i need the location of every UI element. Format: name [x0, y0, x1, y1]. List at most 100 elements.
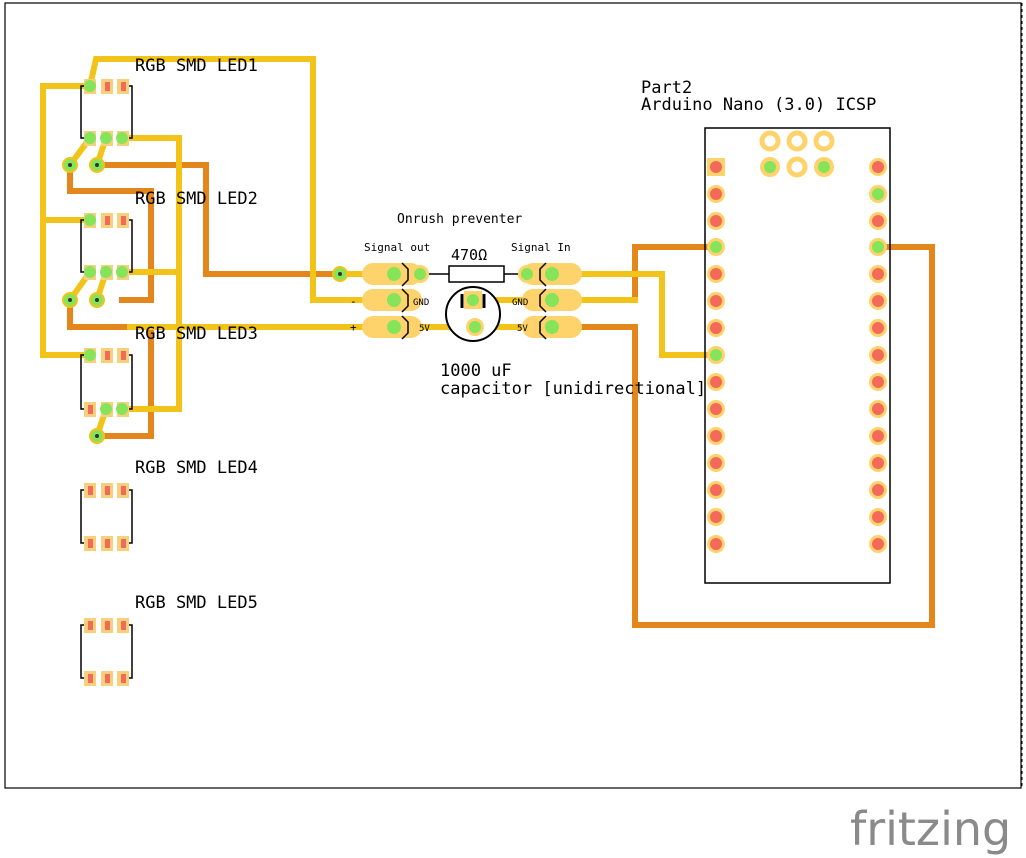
led4-label: RGB SMD LED4 [135, 458, 258, 478]
connector-dot [84, 132, 96, 144]
via-hole [95, 298, 99, 302]
bracket [401, 262, 409, 287]
arduino-left-pins [707, 158, 725, 553]
pad-mark [105, 674, 110, 683]
arduino-pin-center [710, 511, 722, 523]
capacitor-label-2: capacitor [unidirectional] [440, 379, 706, 399]
arduino-nano [704, 127, 891, 584]
pad-mark [121, 674, 126, 683]
via-hole [68, 163, 72, 167]
vias [62, 157, 348, 444]
icsp-pad [786, 130, 808, 152]
top-trace [86, 56, 397, 303]
silkscreen-text: RGB SMD LED1 RGB SMD LED2 RGB SMD LED3 R… [135, 56, 876, 613]
pad-mark [88, 674, 93, 683]
led1-outline-right [127, 85, 133, 139]
gnd-left-label: GND [413, 298, 429, 308]
resistor-pin [414, 268, 426, 280]
connector-dot [100, 266, 112, 278]
arduino-pin-center [872, 295, 884, 307]
plus-label: + [350, 321, 357, 334]
pad-mark [121, 351, 126, 360]
pad-mark [105, 539, 110, 548]
led4-outline-left [80, 489, 86, 544]
arduino-pin-center [710, 376, 722, 388]
bracket [401, 315, 409, 340]
top-traces [40, 56, 719, 440]
connector-dot [84, 214, 96, 226]
pad-mark [121, 486, 126, 495]
smd-pad-marks-connected [84, 80, 128, 415]
capacitor-label-1: 1000 uF [440, 361, 512, 381]
arduino-pin-center [710, 322, 722, 334]
arduino-pin-center [710, 349, 722, 361]
connector-dot [116, 403, 128, 415]
v5-left-label: 5V [419, 324, 430, 334]
led-footprints [80, 85, 133, 679]
icsp-pad [813, 130, 835, 152]
signal-out-label: Signal out [364, 241, 430, 254]
led3-outline-right [127, 354, 133, 410]
header-pins [387, 267, 559, 334]
header-pin [387, 267, 401, 281]
arduino-pin-center [872, 349, 884, 361]
via-hole [338, 272, 342, 276]
led3-label: RGB SMD LED3 [135, 324, 258, 344]
led5-outline-left [80, 624, 86, 679]
part2-label: Part2 [641, 78, 692, 98]
led3-outline-left [80, 354, 86, 410]
capacitor [445, 286, 501, 342]
capacitor-pin [467, 294, 479, 306]
arduino-pin-center [872, 538, 884, 550]
bottom-trace [549, 244, 935, 628]
led5-outline-right [127, 624, 133, 679]
fritzing-logo: fritzing [850, 802, 1011, 856]
arduino-pin-center [710, 241, 722, 253]
connector-dot [84, 80, 96, 92]
top-trace [549, 271, 719, 358]
arduino-outline [704, 127, 891, 584]
connector-dot [84, 349, 96, 361]
arduino-right-pins [869, 158, 887, 553]
bracket [539, 315, 547, 340]
pad-mark [105, 82, 110, 91]
arduino-pin-center [872, 268, 884, 280]
pad-mark [105, 351, 110, 360]
resistor-pin [521, 268, 533, 280]
arduino-pin-center [710, 188, 722, 200]
icsp-pad [759, 130, 781, 152]
connector-dot [116, 266, 128, 278]
via-hole [95, 434, 99, 438]
pad-mark [88, 486, 93, 495]
smd-pad-marks-unconnected [88, 82, 126, 683]
header-pin [545, 320, 559, 334]
arduino-pin-center [872, 161, 884, 173]
pad-mark [88, 405, 93, 414]
bottom-trace [94, 162, 343, 277]
arduino-pin-center [872, 484, 884, 496]
led2-outline-right [127, 219, 133, 273]
pad-mark [121, 216, 126, 225]
arduino-pin-center [710, 403, 722, 415]
connector-dot [100, 403, 112, 415]
header-pin [545, 267, 559, 281]
onrush-label: Onrush preventer [397, 212, 522, 227]
gnd-right-label: GND [512, 298, 528, 308]
connector-dot [100, 132, 112, 144]
resistor-470 [411, 265, 536, 283]
v5-right-label: 5V [517, 324, 528, 334]
pad-mark [105, 486, 110, 495]
led4-outline-right [127, 489, 133, 544]
pad-mark [88, 539, 93, 548]
bottom-trace [67, 162, 154, 303]
resistor-label: 470Ω [451, 246, 487, 264]
led1-label: RGB SMD LED1 [135, 56, 258, 76]
arduino-pin-center [710, 484, 722, 496]
via-hole [68, 298, 72, 302]
capacitor-outline [445, 286, 501, 342]
signal-in-label: Signal In [511, 241, 571, 254]
bracket [539, 288, 547, 313]
arduino-pin-center [872, 322, 884, 334]
arduino-pin-center [872, 241, 884, 253]
